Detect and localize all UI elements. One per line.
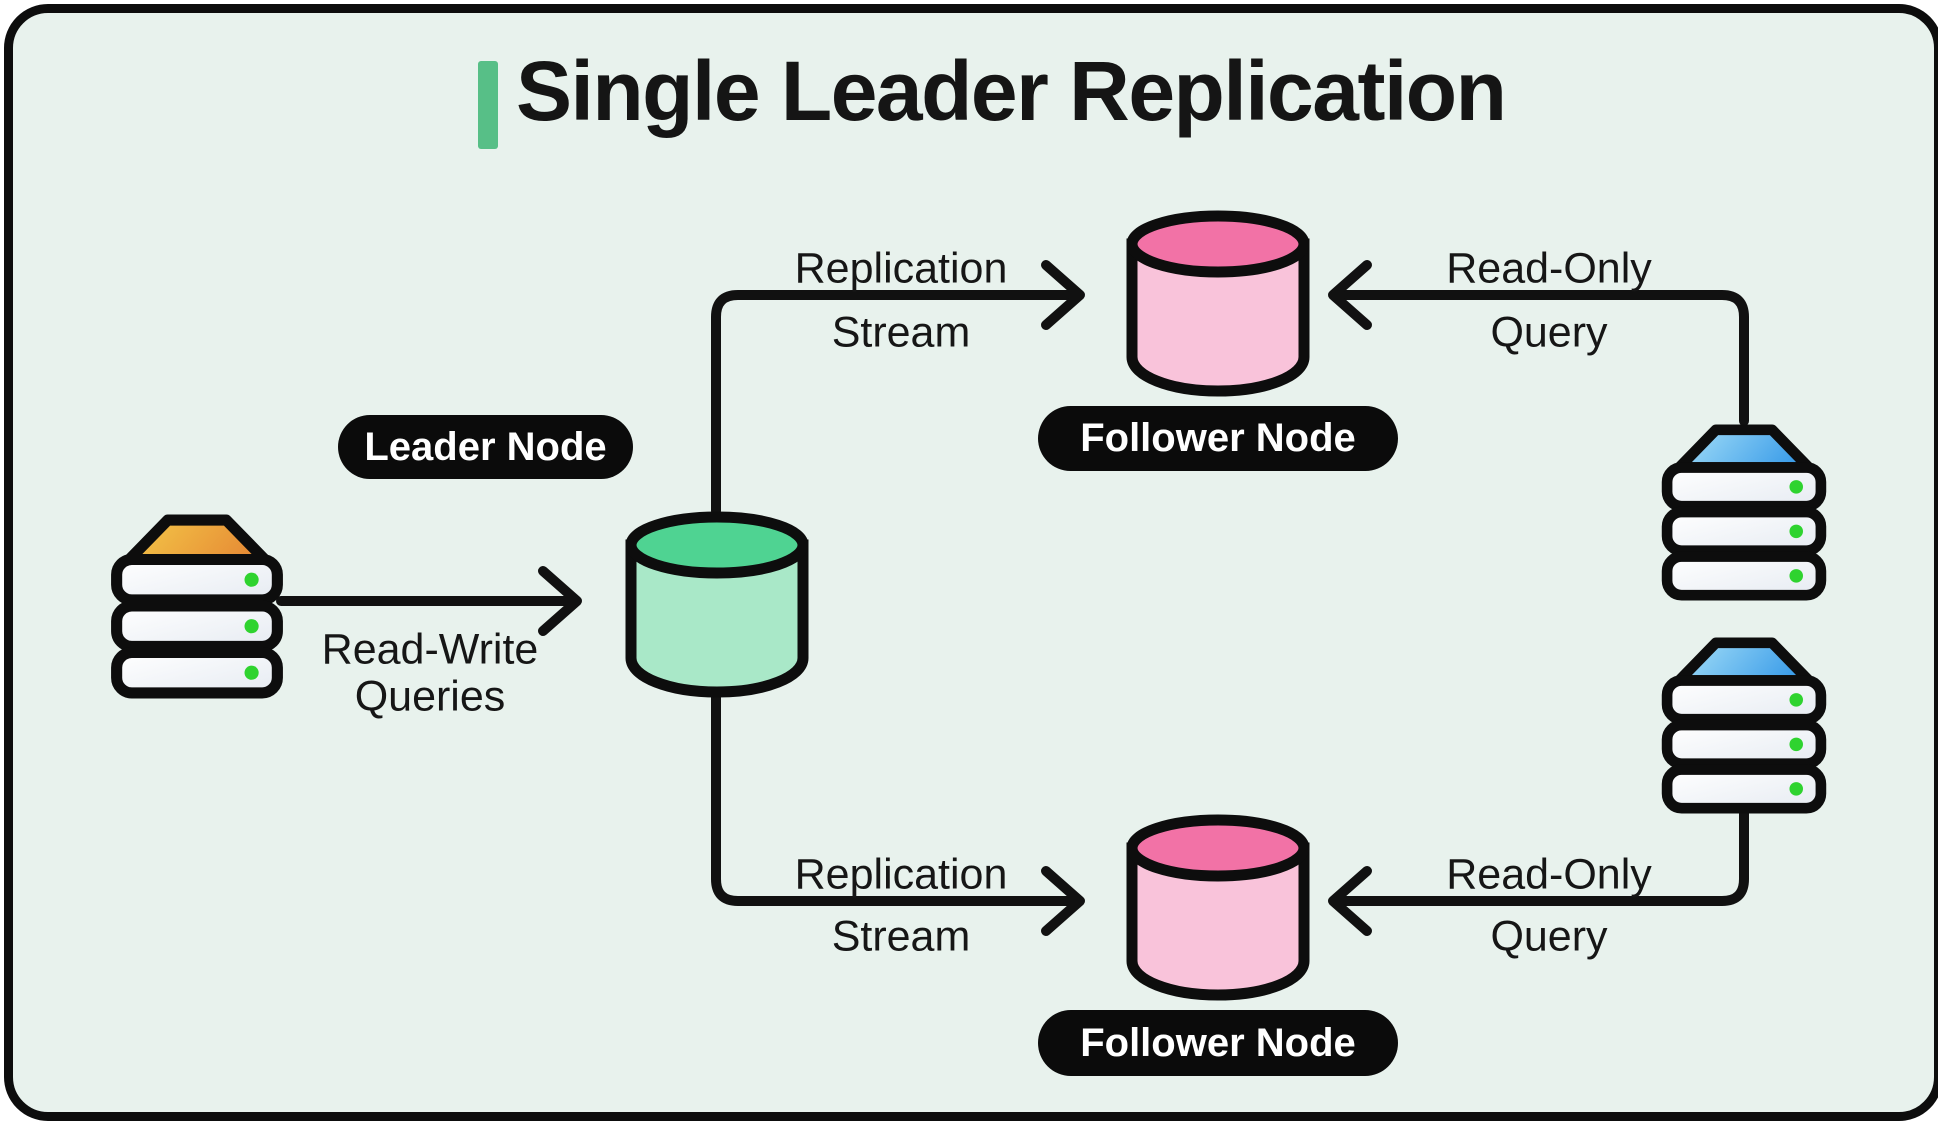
read-only-top-arrowhead <box>1328 260 1372 330</box>
connector-lines <box>276 260 1749 936</box>
replica-server-icon-top <box>1661 424 1827 601</box>
read-only-bottom-label-line1: Read-Only <box>1446 850 1652 899</box>
status-led <box>1789 569 1804 583</box>
read-write-arrowhead <box>538 566 582 636</box>
status-led <box>1789 480 1804 494</box>
replica-server-icon-bottom <box>1661 637 1827 814</box>
status-led <box>1789 693 1804 707</box>
read-only-top-label-line2: Query <box>1490 308 1608 357</box>
replication-bottom-arrow-line <box>711 686 1075 906</box>
replication-bottom-arrowhead <box>1041 866 1085 936</box>
leader-database-icon <box>625 511 809 698</box>
read-only-bottom-arrowhead <box>1328 866 1372 936</box>
replication-top-label-line2: Stream <box>831 308 971 357</box>
follower-node-badge-top: Follower Node <box>1038 406 1398 471</box>
follower-database-icon-top <box>1126 210 1310 397</box>
read-only-top-label-line1: Read-Only <box>1446 244 1652 293</box>
replication-bottom-label-line1: Replication <box>794 850 1008 899</box>
replication-top-arrow-line <box>711 290 1075 516</box>
read-only-bottom-arrow-line <box>1338 799 1749 906</box>
diagram-canvas: Single Leader Replication <box>4 4 1938 1121</box>
title-accent-bar <box>478 61 498 149</box>
replication-top-label-line1: Replication <box>794 244 1008 293</box>
read-only-top-arrow-line <box>1338 290 1749 426</box>
status-led <box>1789 782 1804 796</box>
follower-node-badge-bottom: Follower Node <box>1038 1010 1398 1076</box>
follower-database-icon-bottom <box>1126 814 1310 1001</box>
replication-bottom-label-line2: Stream <box>831 912 971 961</box>
status-led <box>244 619 259 634</box>
status-led <box>1789 737 1804 752</box>
replication-top-arrowhead <box>1041 260 1085 330</box>
page-title: Single Leader Replication <box>516 44 1507 138</box>
read-write-label-line2: Queries <box>354 672 506 721</box>
read-only-bottom-label-line2: Query <box>1490 912 1608 961</box>
client-server-icon <box>111 514 283 699</box>
status-led <box>244 665 259 680</box>
status-led <box>244 572 259 587</box>
status-led <box>1789 524 1804 539</box>
read-write-label-line1: Read-Write <box>321 625 539 674</box>
leader-node-badge: Leader Node <box>338 415 633 479</box>
